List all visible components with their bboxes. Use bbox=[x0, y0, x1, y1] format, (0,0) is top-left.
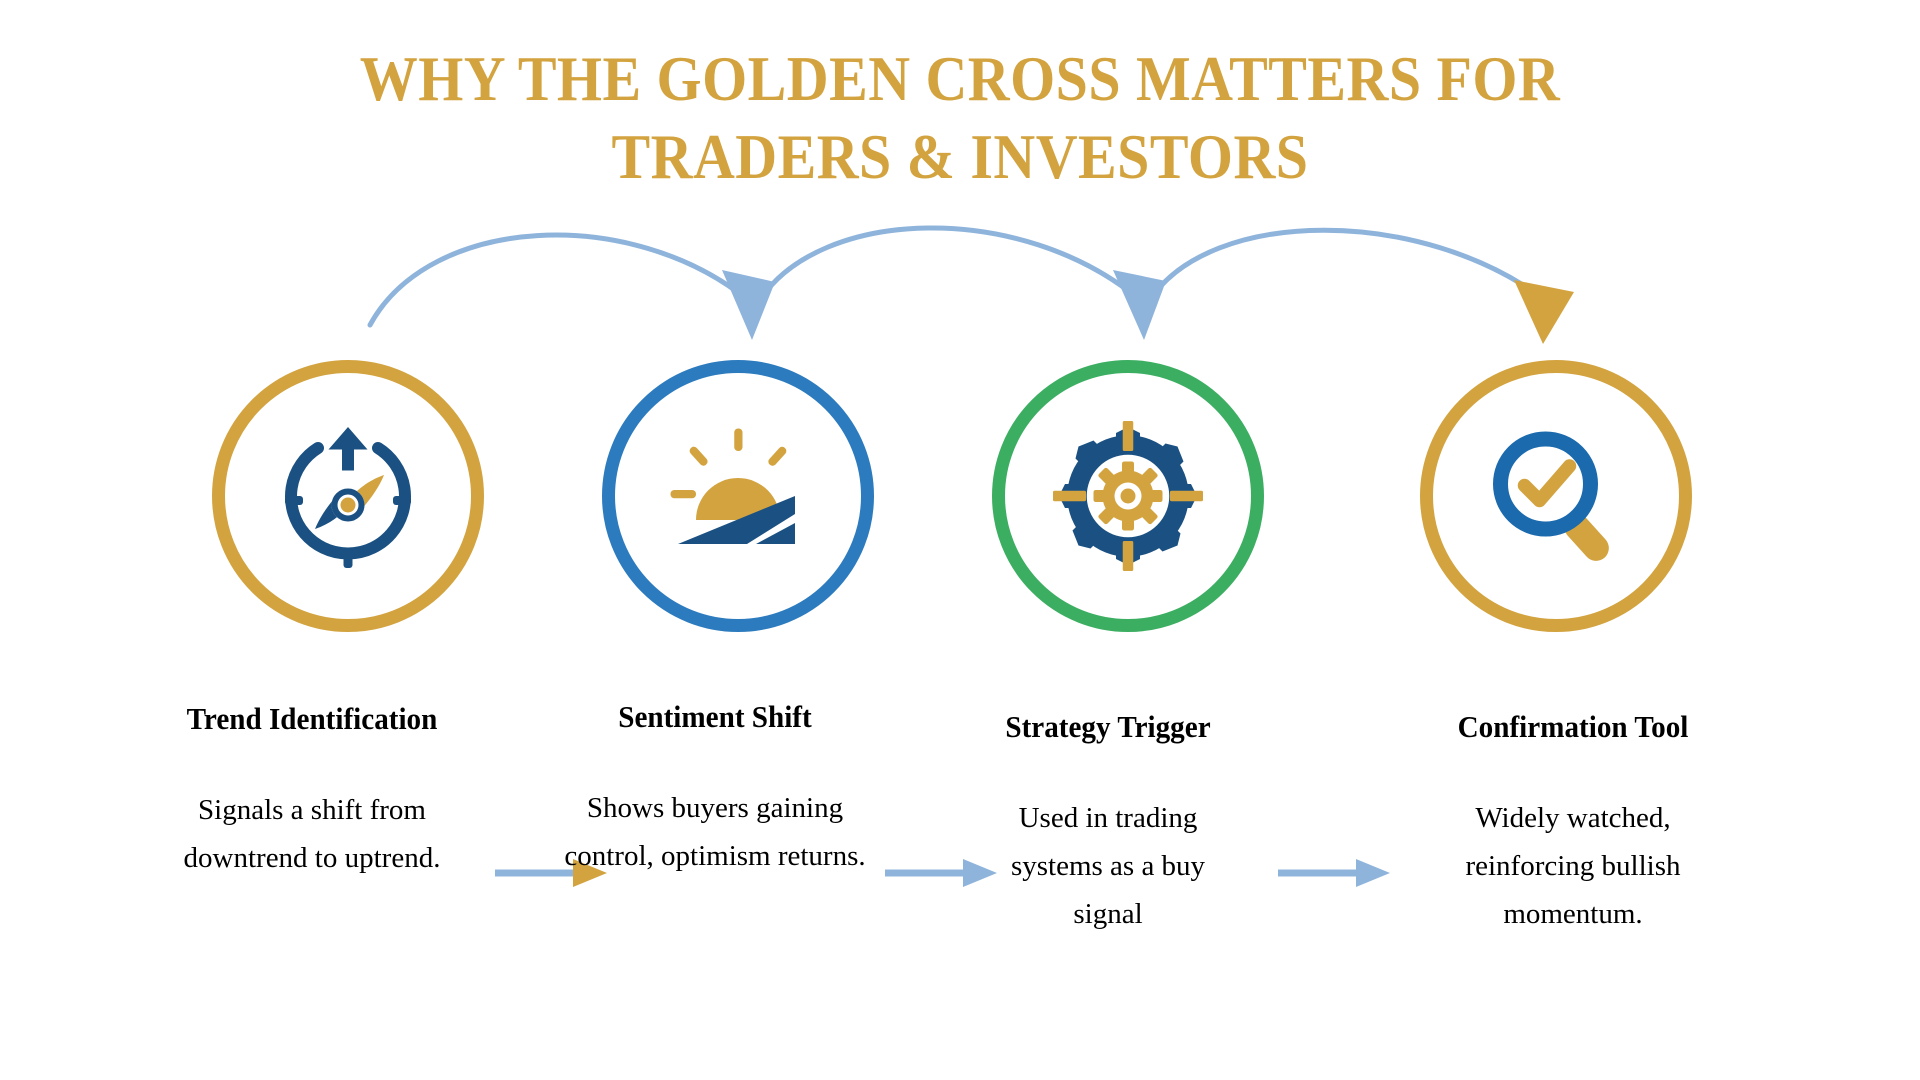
magnifier-check-icon bbox=[1493, 431, 1609, 561]
step-body-2: Shows buyers gaining control, optimism r… bbox=[564, 792, 866, 872]
flow-arc-1-to-2 bbox=[367, 232, 775, 340]
flow-arc-2-to-3 bbox=[757, 225, 1166, 340]
sunrise-icon bbox=[670, 428, 795, 544]
step-heading-2: Sentiment Shift bbox=[618, 699, 812, 734]
step-heading-3: Strategy Trigger bbox=[1005, 709, 1211, 744]
title-line-2: TRADERS & INVESTORS bbox=[611, 122, 1309, 192]
title-line-1: WHY THE GOLDEN CROSS MATTERS FOR bbox=[359, 44, 1561, 114]
step-node-2[interactable] bbox=[602, 360, 874, 632]
gear-target-icon bbox=[1053, 421, 1203, 571]
step-caption-3: Strategy Trigger Used in trading systems… bbox=[973, 708, 1243, 938]
step-body-1: Signals a shift from downtrend to uptren… bbox=[183, 794, 441, 874]
step-node-3[interactable] bbox=[992, 360, 1264, 632]
step-node-row bbox=[0, 360, 1920, 887]
step-heading-1: Trend Identification bbox=[186, 701, 438, 736]
step-caption-2: Sentiment Shift Shows buyers gaining con… bbox=[560, 698, 870, 880]
step-node-4[interactable] bbox=[1420, 360, 1692, 632]
step-caption-4: Confirmation Tool Widely watched, reinfo… bbox=[1428, 708, 1718, 938]
connector-arrow-1-to-2 bbox=[495, 859, 607, 887]
step-heading-4: Confirmation Tool bbox=[1457, 709, 1689, 744]
connector-arrow-2-to-3 bbox=[885, 859, 997, 887]
step-body-3: Used in trading systems as a buy signal bbox=[1010, 802, 1206, 930]
page-title: WHY THE GOLDEN CROSS MATTERS FOR TRADERS… bbox=[260, 40, 1660, 196]
compass-icon bbox=[285, 427, 411, 568]
flow-arc-3-to-4 bbox=[1147, 227, 1574, 344]
connector-arrow-3-to-4 bbox=[1278, 859, 1390, 887]
step-body-4: Widely watched, reinforcing bullish mome… bbox=[1465, 802, 1681, 930]
step-caption-1: Trend Identification Signals a shift fro… bbox=[162, 700, 462, 882]
step-node-1[interactable] bbox=[212, 360, 484, 632]
